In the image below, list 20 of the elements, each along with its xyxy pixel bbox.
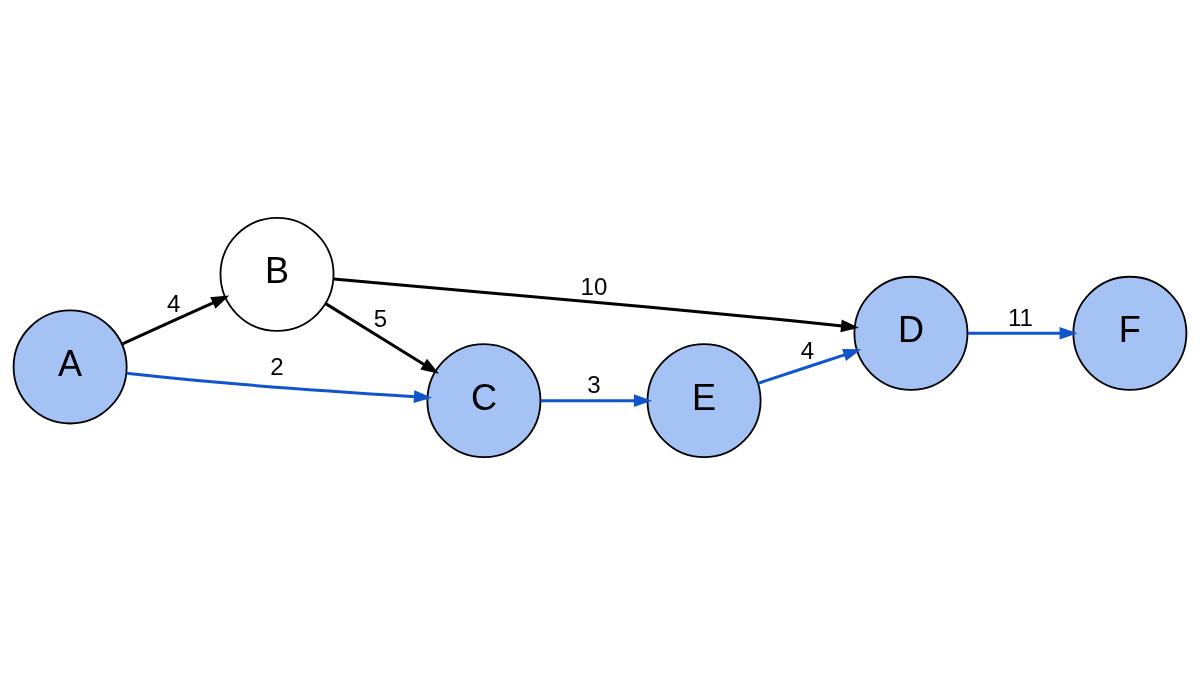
arrow xyxy=(121,295,230,346)
node-circle: D xyxy=(853,275,969,391)
node-circle: B xyxy=(219,216,335,332)
arrow xyxy=(333,277,860,333)
edge-label: 5 xyxy=(373,305,388,333)
edge-label: 3 xyxy=(587,371,601,399)
edge-label: 2 xyxy=(270,353,284,381)
arrow xyxy=(126,371,432,403)
edge-label: 11 xyxy=(1007,304,1033,332)
edge-label: 4 xyxy=(166,289,181,317)
node-circle: E xyxy=(646,343,762,459)
arrow xyxy=(540,394,652,407)
edge-label: 4 xyxy=(800,336,815,364)
arrow xyxy=(967,326,1078,340)
arrow xyxy=(324,302,440,374)
node-circle: F xyxy=(1072,275,1188,391)
arrow xyxy=(757,348,862,385)
edge-label: 10 xyxy=(580,272,608,300)
node-circle: A xyxy=(12,309,128,425)
node-circle: C xyxy=(426,343,542,459)
